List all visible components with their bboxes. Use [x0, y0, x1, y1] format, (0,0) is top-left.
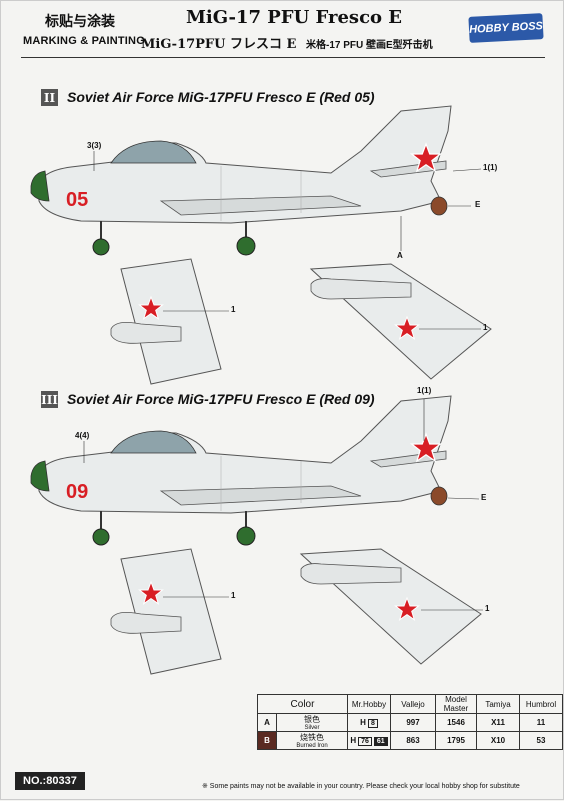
color-key-B: B	[257, 731, 277, 750]
mm-code-burned-iron: 1795	[435, 731, 477, 750]
subtitle-cn: 米格-17 PFU 壁画E型歼击机	[306, 40, 433, 51]
callout-exhaust-E: E	[475, 200, 481, 209]
header-divider	[21, 57, 545, 58]
mm-code-silver: 1546	[435, 713, 477, 732]
callout-tail-1-s3: 1(1)	[417, 386, 432, 395]
callout-wing-left-1: 1	[231, 305, 236, 314]
callout-belly-A: A	[397, 251, 403, 260]
section-2-badge: II	[41, 89, 58, 106]
callout-3-3: 3(3)	[87, 141, 102, 150]
color-key-A: A	[257, 713, 277, 732]
color-chart-header: Color Mr.Hobby Vallejo Model Master Tami…	[257, 694, 563, 714]
callout-wing-right-1-s3: 1	[485, 604, 490, 613]
paint-availability-note: ※ Some paints may not be available in yo…	[202, 783, 520, 790]
tail-number-05: 05	[66, 189, 88, 211]
header-color: Color	[257, 694, 348, 714]
vallejo-code-silver: 997	[390, 713, 436, 732]
subtitle-jp: MiG-17PFU フレスコ E	[141, 37, 297, 52]
header-vallejo: Vallejo	[390, 694, 436, 714]
page-title: MiG-17 PFU Fresco E	[186, 7, 403, 28]
tail-number-09: 09	[66, 481, 88, 503]
callout-exhaust-E-s3: E	[481, 493, 487, 502]
aircraft-side-red09	[31, 396, 451, 545]
header-model-master: Model Master	[435, 694, 477, 714]
section-3-badge: III	[41, 391, 58, 408]
tamiya-code-silver: X11	[476, 713, 520, 732]
marking-title-en: MARKING & PAINTING	[23, 35, 145, 47]
callout-wing-left-1-s3: 1	[231, 591, 236, 600]
product-number: NO.:80337	[15, 772, 85, 790]
callout-wing-right-1: 1	[483, 323, 488, 332]
header-mrhobby: Mr.Hobby	[347, 694, 391, 714]
section-3-title: Soviet Air Force MiG-17PFU Fresco E (Red…	[67, 391, 375, 407]
marking-title-cn: 标贴与涂装	[45, 13, 115, 29]
humbrol-code-burned-iron: 53	[519, 731, 563, 750]
callout-tail-1: 1(1)	[483, 163, 498, 172]
tamiya-code-burned-iron: X10	[476, 731, 520, 750]
aircraft-side-red05	[31, 106, 451, 255]
section-2-title: Soviet Air Force MiG-17PFU Fresco E (Red…	[67, 89, 375, 105]
header-humbrol: Humbrol	[519, 694, 563, 714]
color-chart: Color Mr.Hobby Vallejo Model Master Tami…	[257, 694, 563, 750]
humbrol-code-silver: 11	[519, 713, 563, 732]
vallejo-code-burned-iron: 863	[390, 731, 436, 750]
callout-4-4: 4(4)	[75, 431, 90, 440]
header-tamiya: Tamiya	[476, 694, 520, 714]
